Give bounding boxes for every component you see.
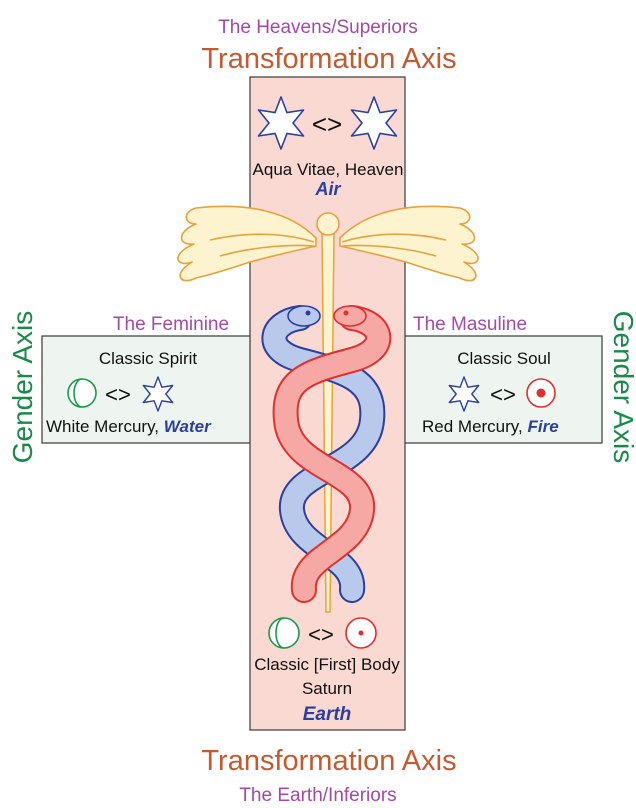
left-gender-axis-label: Gender Axis xyxy=(7,311,38,464)
masculine-mercury-label: Red Mercury, xyxy=(422,417,528,436)
heaven-swap-symbol: <> xyxy=(312,109,342,139)
earth-moon-icon xyxy=(269,618,299,648)
masculine-mercury: Red Mercury, Fire xyxy=(422,417,559,436)
top-axis-title: Transformation Axis xyxy=(201,43,456,75)
feminine-name: Classic Spirit xyxy=(99,349,198,368)
masculine-swap-symbol: <> xyxy=(490,382,516,407)
heavens-subtitle: The Heavens/Superiors xyxy=(218,17,418,38)
feminine-element: Water xyxy=(164,417,212,436)
bottom-axis-title: Transformation Axis xyxy=(201,745,456,777)
earth-caption-saturn: Saturn xyxy=(302,679,352,698)
earth-swap-symbol: <> xyxy=(308,622,334,647)
crescent-moon-icon xyxy=(68,379,96,407)
feminine-mercury-label: White Mercury, xyxy=(46,417,164,436)
masculine-heading: The Masuline xyxy=(413,314,527,335)
earth-subtitle: The Earth/Inferiors xyxy=(239,785,396,806)
feminine-mercury: White Mercury, Water xyxy=(46,417,212,436)
sun-symbol-icon xyxy=(527,379,555,407)
earth-sun-icon xyxy=(346,618,376,648)
feminine-swap-symbol: <> xyxy=(105,382,131,407)
heaven-caption: Aqua Vitae, Heaven xyxy=(253,160,404,179)
masculine-element: Fire xyxy=(528,417,559,436)
earth-element: Earth xyxy=(303,704,352,725)
right-gender-axis-label: Gender Axis xyxy=(608,311,636,464)
earth-caption: Classic [First] Body xyxy=(254,655,400,674)
masculine-name: Classic Soul xyxy=(457,349,551,368)
feminine-heading: The Feminine xyxy=(113,314,229,335)
heaven-element: Air xyxy=(314,179,341,199)
